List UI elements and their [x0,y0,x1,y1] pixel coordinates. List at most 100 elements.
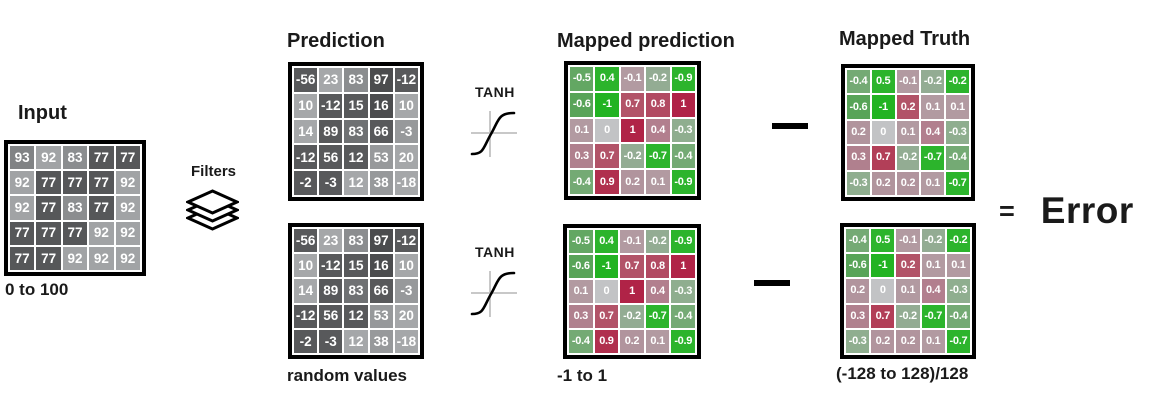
mapped-prediction-caption: -1 to 1 [557,366,608,385]
grid-cell: 56 [319,145,343,170]
grid-cell: -0.2 [921,70,945,94]
minus-operator-top [772,123,808,129]
grid-cell: 92 [115,246,140,270]
grid-cell: 0.1 [946,95,969,119]
grid-cell: 77 [62,221,88,245]
grid-cell: -0.5 [569,230,593,253]
grid-cell: -0.6 [569,255,593,278]
grid-cell: 83 [344,229,368,253]
tanh-label-top: TANH [475,84,515,100]
mapped-prediction-title: Mapped prediction [557,30,735,52]
grid-cell: 0 [871,279,895,303]
grid-cell: 77 [89,171,114,195]
grid-cell: -0.7 [946,171,969,195]
grid-cell: 15 [344,254,368,278]
grid-cell: 0.9 [595,170,619,194]
grid-cell: 10 [294,93,318,118]
grid-cell: -0.3 [946,120,969,145]
grid-cell: -0.4 [570,170,594,194]
tanh-sigmoid-curve-icon [470,271,517,317]
grid-cell: 56 [319,304,343,328]
grid-cell: 0.1 [921,95,945,119]
grid-cell: -3 [394,119,418,144]
grid-cell: 0.8 [645,255,670,278]
grid-cell: 0.7 [594,305,619,328]
grid-cell: 77 [36,221,61,245]
grid-cell: 77 [10,246,35,270]
grid-cell: 0.1 [646,170,670,194]
grid-cell: 77 [115,146,140,170]
grid-cell: 0.3 [569,305,593,328]
grid-cell: -56 [294,68,318,92]
grid-cell: 12 [344,145,368,170]
grid-cell: -0.4 [846,229,870,253]
grid-cell: -12 [394,229,418,253]
grid-cell: 0.1 [921,329,945,353]
grid-cell: 92 [115,221,140,245]
grid-cell: 0.2 [847,120,870,145]
grid-cell: -1 [871,95,895,119]
grid-cell: 38 [369,171,393,195]
grid-cell: 10 [394,254,418,278]
grid-cell: -56 [294,229,318,253]
grid-cell: 77 [62,171,88,195]
grid-cell: 66 [369,119,393,144]
grid-cell: -0.7 [921,146,945,170]
grid-cell: -0.3 [671,118,695,143]
grid-cell: 12 [344,304,368,328]
grid-cell: -0.2 [946,229,970,253]
grid-cell: -0.2 [620,144,645,169]
grid-cell: 0.2 [620,170,645,194]
grid-cell: 83 [344,68,368,92]
grid-cell: 89 [319,119,343,144]
grid-cell: 92 [89,221,114,245]
grid-cell: -0.4 [946,304,970,328]
mapped-truth-caption: (-128 to 128)/128 [836,364,969,383]
error-equation: = Error [999,190,1134,231]
grid-cell: 0.4 [594,230,619,253]
grid-cell: 53 [369,304,393,328]
grid-cell: -0.7 [646,144,670,169]
grid-cell: 0.5 [871,70,895,94]
grid-cell: 77 [36,246,61,270]
grid-cell: 12 [344,171,368,195]
grid-cell: -0.4 [946,146,969,170]
grid-cell: 16 [369,93,393,118]
grid-cell: 83 [62,196,88,220]
grid-cell: 0.7 [871,146,895,170]
grid-cell: 0.7 [595,144,619,169]
grid-cell: 0.1 [645,330,670,353]
grid-cell: 16 [369,254,393,278]
grid-cell: -0.7 [645,305,670,328]
grid-cell: -0.2 [896,304,920,328]
grid-cell: -12 [319,93,343,118]
grid-cell: -0.9 [671,67,695,91]
grid-cell: 89 [319,279,343,303]
grid-cell: 0.2 [896,95,920,119]
grid-cell: -1 [595,92,619,117]
grid-cell: -0.2 [946,70,969,94]
grid-cell: -0.1 [620,230,644,253]
grid-cell: -0.4 [847,70,870,94]
grid-cell: 0.1 [921,171,945,195]
grid-cell: 0.2 [896,254,920,278]
grid-cell: -1 [871,254,895,278]
grid-cell: -0.9 [671,230,695,253]
grid-cell: -2 [294,329,318,353]
grid-cell: 83 [62,146,88,170]
grid-cell: 92 [115,171,140,195]
grid-cell: 0.4 [921,279,945,303]
grid-cell: -0.7 [946,329,970,353]
grid-cell: 77 [89,196,114,220]
grid-cell: 0.1 [896,279,920,303]
grid-cell: -0.1 [896,70,920,94]
grid-cell: 0.1 [569,280,593,303]
grid-cell: -0.3 [846,329,870,353]
grid-cell: 0.1 [946,254,970,278]
grid-cell: 0.7 [620,92,645,117]
grid-cell: -0.3 [946,279,970,303]
